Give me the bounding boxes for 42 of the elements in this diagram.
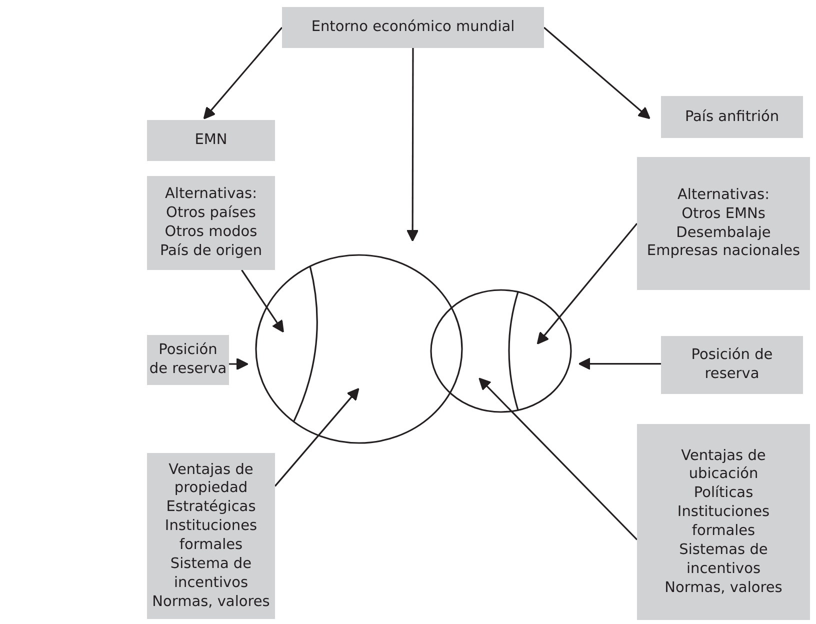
box-text: Estratégicas — [166, 498, 256, 518]
label-box — [282, 7, 544, 48]
box-text: Posición de reserva — [690, 346, 774, 384]
arrow — [578, 358, 661, 370]
box-text: Posición de reserva — [149, 341, 227, 379]
box-text: Alternativas: — [165, 185, 257, 204]
box-text: Desembalaje — [676, 224, 771, 242]
label-box — [637, 157, 810, 290]
arrow — [478, 378, 638, 540]
box-text: Instituciones formales — [164, 517, 258, 555]
arrow — [274, 388, 360, 487]
label-box — [147, 453, 275, 619]
box-text: País anfitrión — [684, 108, 780, 126]
box-text: Otros países — [166, 204, 256, 223]
label-box — [147, 335, 229, 385]
box-text: Otros modos — [164, 223, 258, 242]
arrow — [241, 270, 284, 333]
box-text: Sistema de incentivos — [169, 554, 253, 593]
box-text: Sistemas de incentivos — [678, 540, 769, 579]
label-box — [637, 424, 810, 620]
box-text: País de origen — [160, 242, 262, 261]
box-text: Otros EMNs — [682, 204, 766, 224]
box-text: Entorno económico mundial — [311, 18, 515, 37]
box-text: Empresas nacionales — [646, 242, 800, 262]
box-text: Normas, valores — [152, 592, 270, 612]
box-text: Alternativas: — [678, 186, 770, 205]
box-text: Ventajas de ubicación — [680, 446, 767, 484]
label-box — [661, 336, 803, 394]
box-text: Ventajas de propiedad — [168, 460, 254, 498]
box-text: Políticas — [694, 484, 754, 504]
label-box — [147, 120, 275, 161]
arrow — [229, 358, 248, 370]
arrow — [536, 223, 638, 344]
box-text: Normas, valores — [664, 578, 782, 598]
ellipse-region — [430, 289, 572, 413]
arrow — [406, 48, 419, 242]
box-text: Instituciones formales — [676, 503, 771, 541]
label-box — [147, 176, 275, 270]
label-box — [661, 96, 803, 138]
arrow — [543, 26, 650, 120]
box-text: EMN — [194, 131, 228, 150]
arrow — [203, 26, 283, 120]
